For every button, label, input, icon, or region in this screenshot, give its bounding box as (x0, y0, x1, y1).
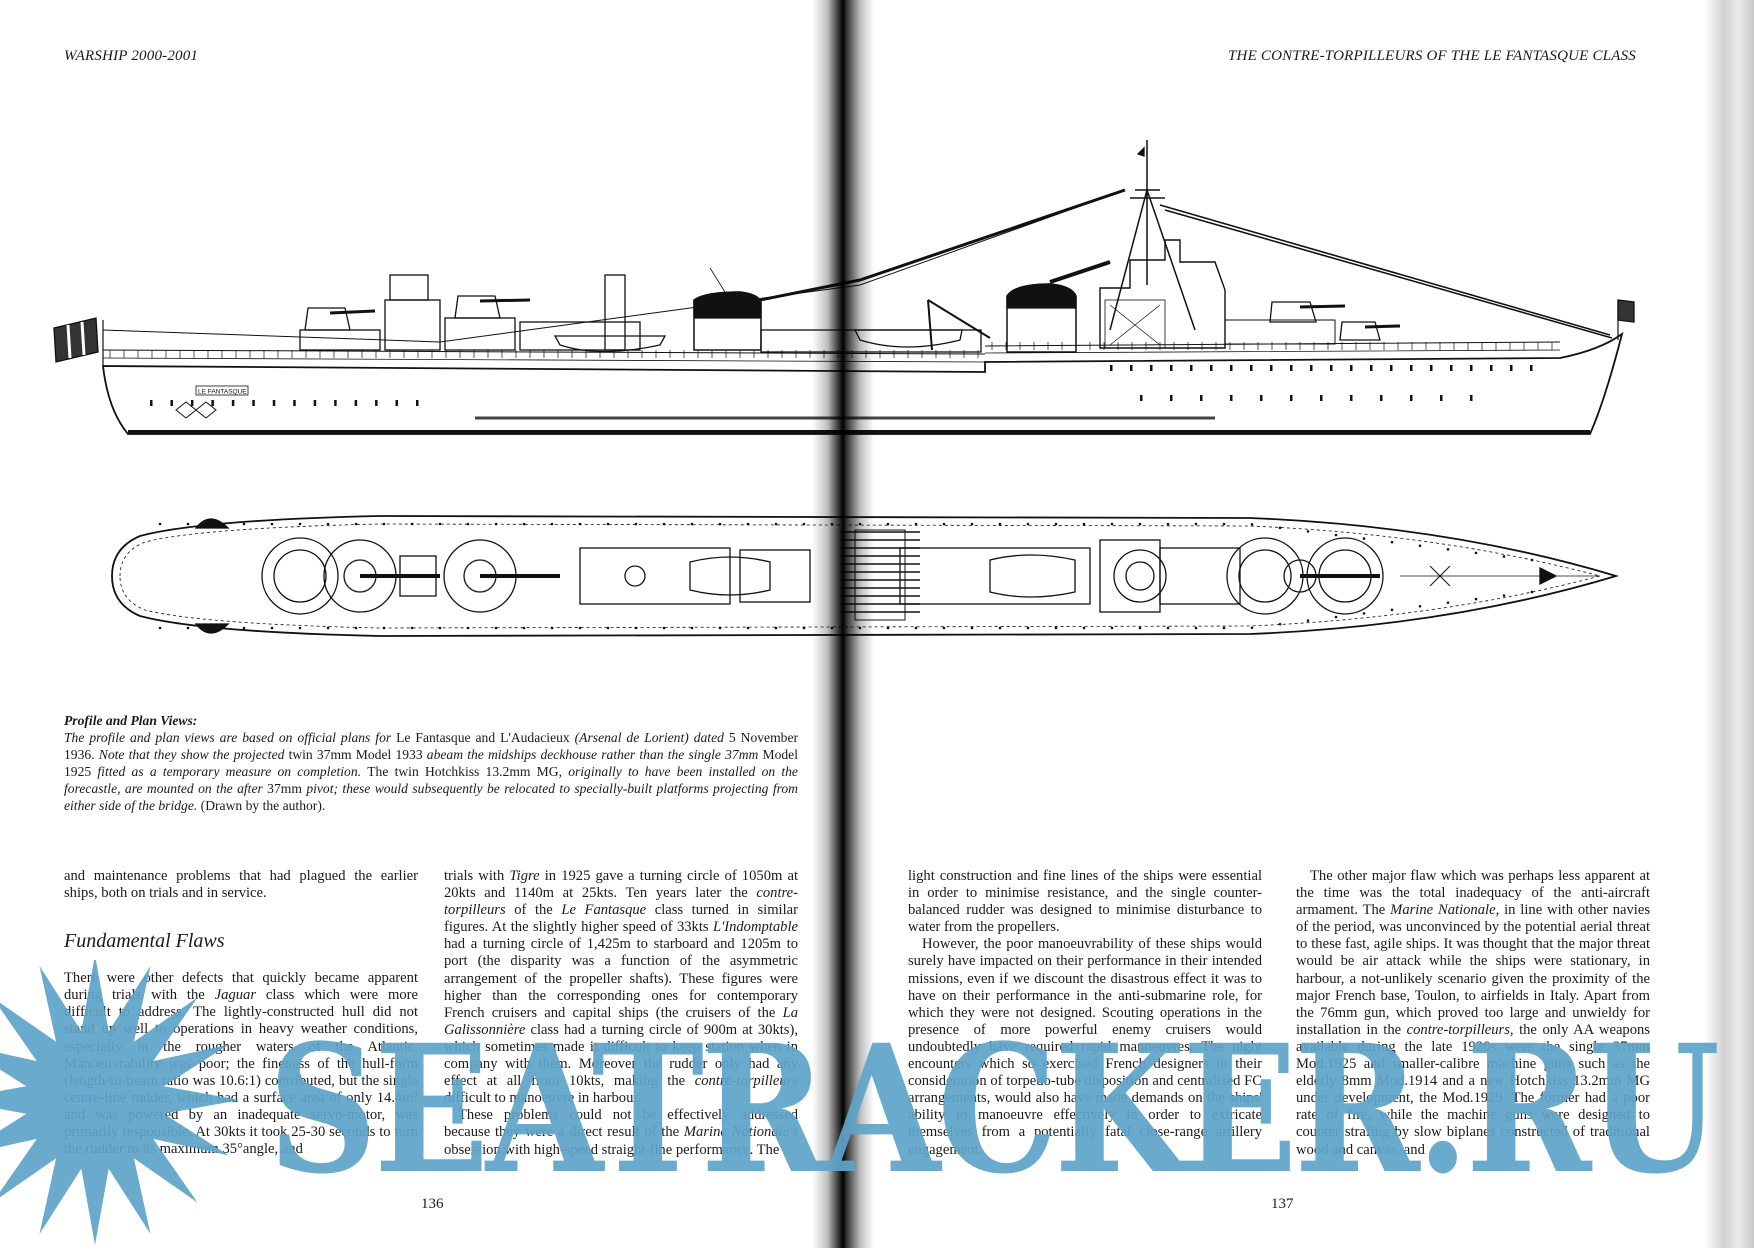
page-number-right: 137 (1271, 1196, 1294, 1212)
italic-text: contre-torpilleurs (694, 1073, 798, 1090)
section-heading: Fundamental Flaws (64, 930, 225, 953)
italic-text: pivot; these would subsequently be reloc… (64, 781, 798, 813)
text-run: obsession with high-speed straight-line … (444, 1141, 780, 1158)
boat-crane (927, 299, 991, 351)
text-column-3: light construction and fine lines of the… (908, 868, 1262, 1159)
paragraph: trials with Tigre in 1925 gave a turning… (444, 868, 798, 1107)
forward-gun-mounts (1269, 301, 1401, 341)
italic-text: Marine Nationale's (683, 1124, 798, 1141)
text-run: of the (505, 902, 562, 919)
italic-text: La Galissonnière (444, 1004, 798, 1038)
text-run: twin 37mm Model 1933 (288, 747, 427, 762)
caption-body: The profile and plan views are based on … (64, 730, 798, 813)
paragraph: The other major flaw which was perhaps l… (1296, 868, 1650, 1159)
text-run: and maintenance problems that had plague… (64, 868, 418, 902)
text-run: , in line with other navies of the perio… (1296, 902, 1650, 1038)
text-run: in 1925 gave a turning circle of 1050m a… (444, 868, 798, 902)
italic-text: L'Indomptable (712, 919, 798, 936)
running-header-left: WARSHIP 2000-2001 (64, 48, 199, 64)
text-column-4: The other major flaw which was perhaps l… (1296, 868, 1650, 1159)
text-run: difficult to manoeuvre in harbour. (444, 1090, 642, 1107)
italic-text: Le Fantasque (561, 902, 647, 919)
italic-text: Jaguar (214, 987, 257, 1004)
text-run: (Drawn by the author). (200, 798, 326, 813)
text-run: The other major flaw which was perhaps l… (1296, 868, 1650, 919)
italic-text: contre-torpilleurs (1406, 1021, 1510, 1038)
italic-text: abeam the midships deckhouse rather than… (426, 747, 763, 762)
paragraph: However, the poor manoeuvrability of the… (908, 936, 1262, 1158)
text-run: class had a turning circle of 900m at 30… (444, 1021, 798, 1090)
text-run: had a turning circle of 1,425m to starbo… (444, 936, 798, 1021)
italic-text: (Arsenal de Lorient) dated (574, 730, 729, 745)
text-column-1: and maintenance problems that had plague… (64, 868, 418, 1158)
italic-text: Tigre (509, 868, 540, 884)
bridge-tower (1099, 239, 1226, 349)
aft-gun-mounts (304, 295, 531, 331)
ship-name-plate: LE FANTASQUE (198, 389, 247, 396)
italic-text: Marine Nationale (1390, 902, 1496, 919)
stern-ensign-flag (53, 317, 99, 363)
scan-edge (1704, 0, 1754, 1248)
italic-text: fitted as a temporary measure on complet… (97, 764, 368, 779)
text-run: Model 1925 (64, 747, 798, 779)
italic-text: The profile and plan views are based on … (64, 730, 397, 745)
caption-title: Profile and Plan Views: (64, 713, 198, 728)
paragraph: light construction and fine lines of the… (908, 868, 1262, 936)
page-number-left: 136 (421, 1196, 444, 1212)
bow-jack-flag (1617, 299, 1635, 323)
italic-text: , originally to have been installed on t… (64, 764, 798, 796)
ship-drawing: LE FANTASQUE (53, 140, 1635, 637)
text-run: class which were more difficult to addre… (64, 987, 419, 1158)
text-column-2: trials with Tigre in 1925 gave a turning… (444, 868, 798, 1159)
running-header-right: THE CONTRE-TORPILLEURS OF THE LE FANTASQ… (1228, 48, 1636, 64)
profile-view: LE FANTASQUE (53, 140, 1635, 435)
paragraph: and maintenance problems that had plague… (64, 868, 418, 902)
mast (1109, 140, 1196, 331)
text-run: 37mm (267, 781, 307, 796)
italic-text: contre-torpilleurs (444, 885, 798, 919)
forestay (1159, 204, 1613, 339)
text-run: , the only AA weapons available during t… (1296, 1021, 1650, 1158)
text-run: The twin Hotchkiss 13.2mm MG (367, 764, 559, 779)
paragraph: These problems could not be effectively … (444, 1107, 798, 1158)
rigging-aerial (102, 189, 1126, 343)
hull-emblem (175, 401, 217, 419)
paragraph: There were other defects that quickly be… (64, 970, 418, 1158)
book-spine-gutter (812, 0, 874, 1248)
text-run: 5 November 1936. (64, 730, 798, 762)
text-run: Le Fantasque and L'Audacieux (396, 730, 575, 745)
italic-text: Note that they show the projected (98, 747, 289, 762)
text-run: light construction and fine lines of the… (908, 868, 1262, 936)
text-run: These problems could not be effectively … (444, 1107, 798, 1141)
figure-caption: Profile and Plan Views: The profile and … (64, 712, 798, 814)
text-run: class turned in similar figures. At the … (444, 902, 799, 936)
text-run: trials with (444, 868, 510, 884)
text-run: However, the poor manoeuvrability of the… (908, 936, 1262, 1158)
hull-profile (101, 331, 1624, 435)
